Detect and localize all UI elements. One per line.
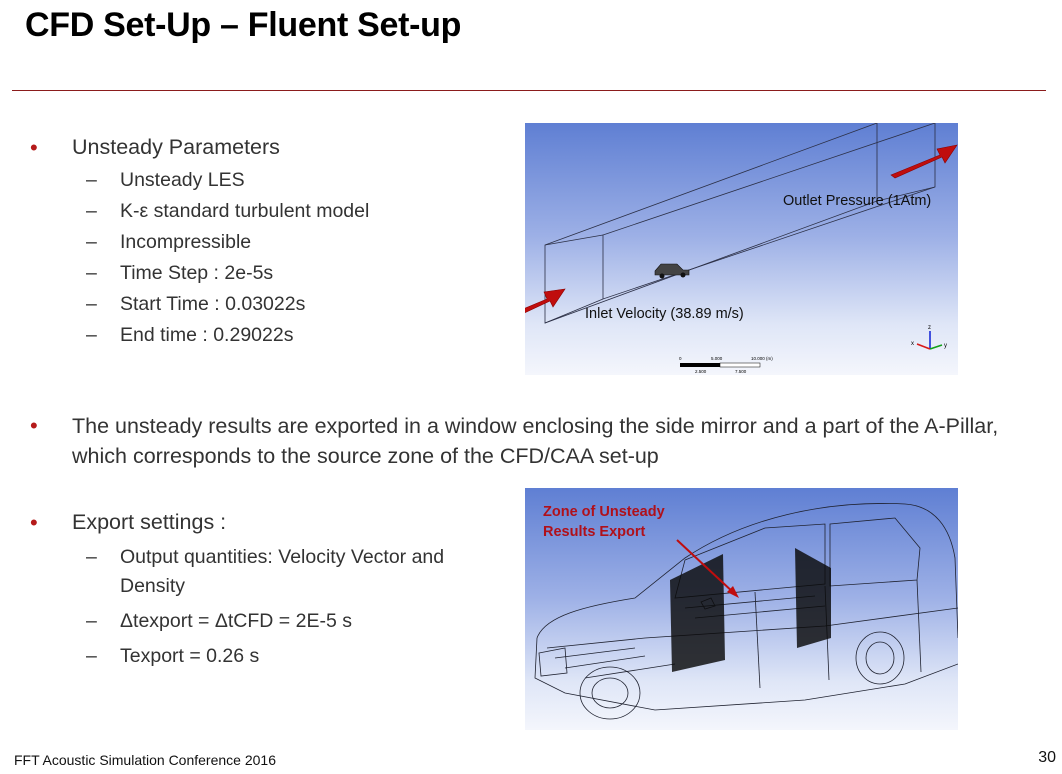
- arrowhead-icon: [727, 586, 739, 598]
- sub-bullet: – Incompressible: [30, 227, 369, 258]
- page-number: 30: [1038, 749, 1056, 766]
- sub-bullet-text: Time Step : 2e-5s: [120, 262, 274, 284]
- axis-triad-icon: z x y: [911, 325, 947, 350]
- footer-conference: FFT Acoustic Simulation Conference 2016: [14, 752, 276, 768]
- scale-tick-label: 7.500: [735, 369, 747, 374]
- dash-icon: –: [86, 231, 97, 253]
- sub-bullet-text: Incompressible: [120, 231, 252, 253]
- outlet-pressure-label: Outlet Pressure (1Atm): [783, 193, 932, 209]
- axis-label: y: [944, 343, 947, 349]
- export-zone-plane: [795, 548, 831, 648]
- car-wireframe-drawing: [534, 503, 958, 720]
- export-window-section: • The unsteady results are exported in a…: [30, 411, 1032, 471]
- scale-tick-label: 10.000 (m): [751, 356, 773, 361]
- inlet-arrow-icon: [525, 288, 566, 314]
- export-zone-plane: [670, 554, 725, 672]
- bullet-dot-icon: •: [30, 135, 38, 160]
- export-settings-section: • Export settings : – Output quantities: …: [30, 508, 500, 677]
- bullet-export-settings: • Export settings :: [30, 508, 500, 537]
- domain-box-wireframe: [544, 123, 936, 324]
- sub-bullet: – Texport = 0.26 s: [30, 642, 500, 671]
- dash-icon: –: [86, 262, 97, 284]
- zone-label: Zone of Unsteady Results Export: [543, 504, 665, 540]
- sub-bullet-text: End time : 0.29022s: [120, 324, 294, 346]
- scale-bar: 0 5.000 10.000 (m) 2.500 7.500: [679, 356, 773, 374]
- sub-bullet-text: Unsteady LES: [120, 169, 245, 191]
- title-divider: [12, 90, 1046, 91]
- bullet-export-window: • The unsteady results are exported in a…: [30, 411, 1032, 471]
- bullet-text: Unsteady Parameters: [72, 135, 280, 159]
- dash-icon: –: [86, 169, 97, 191]
- zone-pointer-arrow-icon: [676, 539, 736, 595]
- car-wireframe-figure: Zone of Unsteady Results Export: [525, 488, 958, 730]
- sub-bullet: – Unsteady LES: [30, 165, 369, 196]
- sub-bullet: – Start Time : 0.03022s: [30, 289, 369, 320]
- sub-bullet-text: Start Time : 0.03022s: [120, 293, 306, 315]
- axis-label: x: [911, 341, 914, 347]
- scale-tick-label: 5.000: [711, 356, 723, 361]
- unsteady-parameters-section: • Unsteady Parameters – Unsteady LES – K-ε…: [30, 133, 369, 351]
- dash-icon: –: [86, 324, 97, 346]
- bullet-dot-icon: •: [30, 510, 38, 535]
- bullet-dot-icon: •: [30, 413, 38, 438]
- slide-title: CFD Set-Up – Fluent Set-up: [25, 6, 462, 44]
- scale-tick-label: 2.500: [695, 369, 707, 374]
- sub-bullet: – Δtexport = ΔtCFD = 2E-5 s: [30, 607, 500, 636]
- sub-bullet-text: Texport = 0.26 s: [120, 645, 260, 667]
- cfd-domain-drawing: 0 5.000 10.000 (m) 2.500 7.500 z x y: [525, 123, 958, 374]
- bullet-text: Export settings :: [72, 510, 227, 534]
- dash-icon: –: [86, 200, 97, 222]
- scale-tick-label: 0: [679, 356, 682, 361]
- sub-bullet-text: K-ε standard turbulent model: [120, 200, 370, 222]
- dash-icon: –: [86, 610, 97, 632]
- axis-label: z: [928, 325, 931, 331]
- sub-bullet: – End time : 0.29022s: [30, 320, 369, 351]
- sub-bullet-text: Δtexport = ΔtCFD = 2E-5 s: [120, 610, 352, 632]
- car-model-icon: [654, 263, 690, 279]
- sub-bullet: – Output quantities: Velocity Vector and …: [30, 543, 500, 601]
- dash-icon: –: [86, 645, 97, 667]
- sub-bullet: – Time Step : 2e-5s: [30, 258, 369, 289]
- sub-bullet-text: Output quantities: Velocity Vector and D…: [120, 546, 445, 597]
- outlet-arrow-icon: [890, 144, 958, 179]
- bullet-unsteady-parameters: • Unsteady Parameters: [30, 133, 369, 162]
- bullet-text: The unsteady results are exported in a w…: [72, 414, 999, 468]
- dash-icon: –: [86, 546, 97, 568]
- inlet-velocity-label: Inlet Velocity (38.89 m/s): [585, 306, 744, 322]
- sub-bullet: – K-ε standard turbulent model: [30, 196, 369, 227]
- cfd-domain-figure: 0 5.000 10.000 (m) 2.500 7.500 z x y Out…: [525, 123, 958, 375]
- dash-icon: –: [86, 293, 97, 315]
